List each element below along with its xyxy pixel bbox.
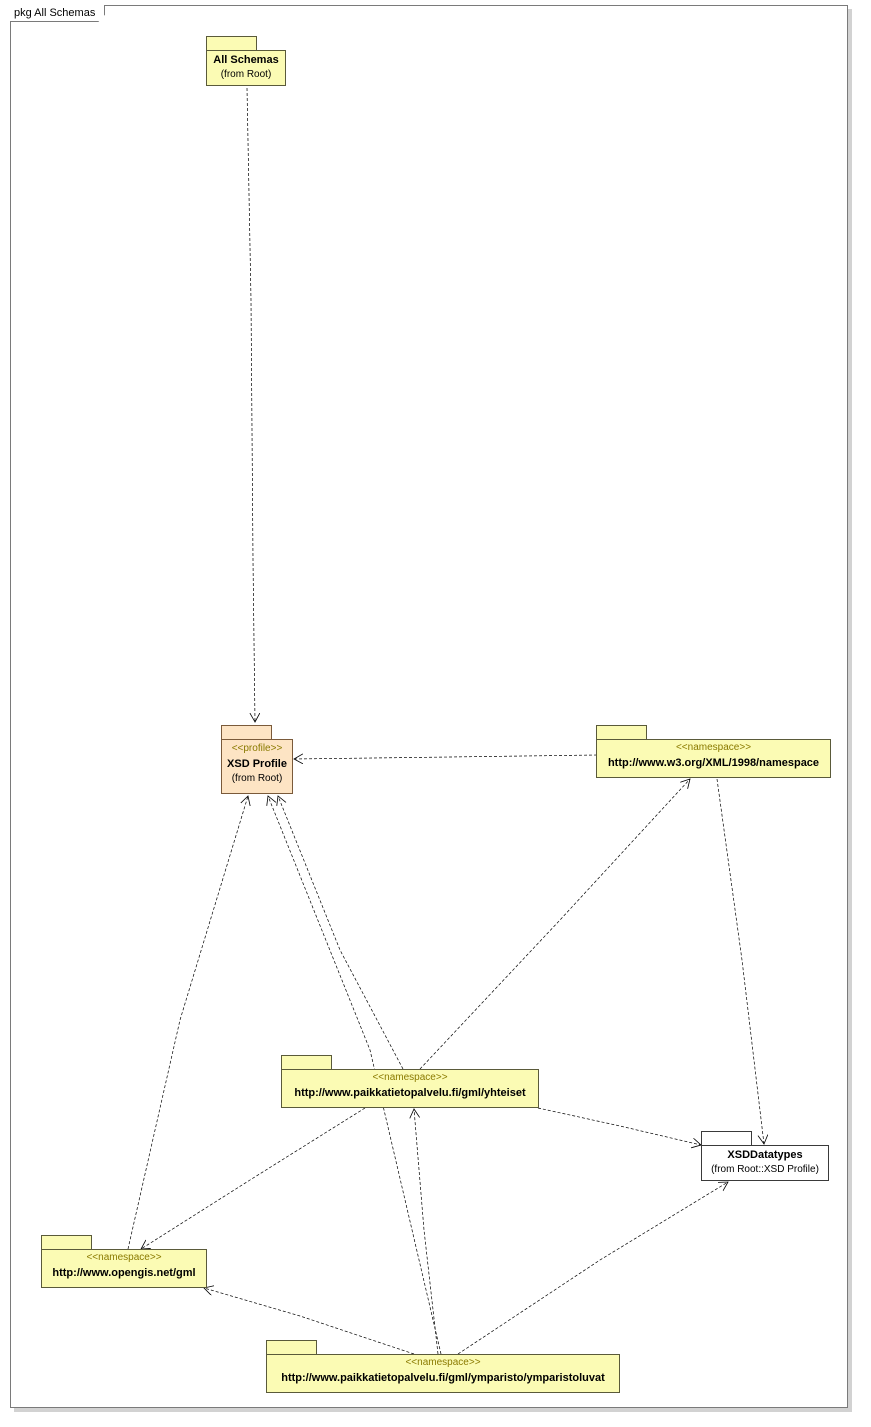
dep-opengis-to-xsdprofile bbox=[127, 796, 248, 1250]
package-w3-namespace[interactable]: <<namespace>> http://www.w3.org/XML/1998… bbox=[596, 725, 831, 778]
package-name: http://www.w3.org/XML/1998/namespace bbox=[607, 757, 820, 769]
dep-yhteiset-to-opengis bbox=[141, 1107, 366, 1249]
package-name: XSD Profile bbox=[227, 758, 287, 770]
package-name: All Schemas bbox=[213, 54, 279, 66]
package-origin: (from Root) bbox=[231, 773, 283, 784]
package-tab bbox=[221, 725, 272, 739]
dep-w3-to-xsddatatypes bbox=[716, 778, 764, 1144]
package-origin: (from Root::XSD Profile) bbox=[711, 1164, 819, 1175]
package-name: http://www.paikkatietopalvelu.fi/gml/yht… bbox=[294, 1087, 526, 1099]
package-body: <<namespace>> http://www.opengis.net/gml bbox=[41, 1249, 207, 1288]
package-body: All Schemas (from Root) bbox=[206, 50, 286, 86]
package-tab bbox=[281, 1055, 332, 1069]
package-yhteiset[interactable]: <<namespace>> http://www.paikkatietopalv… bbox=[281, 1055, 539, 1108]
package-body: <<profile>> XSD Profile (from Root) bbox=[221, 739, 293, 794]
package-stereotype: <<namespace>> bbox=[86, 1252, 162, 1263]
package-opengis-gml[interactable]: <<namespace>> http://www.opengis.net/gml bbox=[41, 1235, 207, 1288]
package-stereotype: <<namespace>> bbox=[405, 1357, 481, 1368]
package-body: <<namespace>> http://www.paikkatietopalv… bbox=[281, 1069, 539, 1108]
package-body: <<namespace>> http://www.w3.org/XML/1998… bbox=[596, 739, 831, 778]
package-body: <<namespace>> http://www.paikkatietopalv… bbox=[266, 1354, 620, 1393]
package-tab bbox=[701, 1131, 752, 1145]
package-tab bbox=[206, 36, 257, 50]
dep-yhteiset-to-xsdprofile bbox=[278, 796, 404, 1070]
package-all-schemas[interactable]: All Schemas (from Root) bbox=[206, 36, 286, 86]
dep-allschemas-to-xsdprofile bbox=[246, 87, 255, 722]
package-tab bbox=[596, 725, 647, 739]
dep-yhteiset-to-xsddatatypes bbox=[537, 1107, 701, 1145]
package-stereotype: <<namespace>> bbox=[372, 1072, 448, 1083]
package-stereotype: <<profile>> bbox=[231, 743, 283, 754]
package-stereotype: <<namespace>> bbox=[675, 742, 752, 753]
dep-ymparisto-to-opengis bbox=[204, 1288, 415, 1355]
package-xsd-datatypes[interactable]: XSDDatatypes (from Root::XSD Profile) bbox=[701, 1131, 829, 1181]
dep-ymparisto-to-yhteiset bbox=[414, 1109, 439, 1355]
package-name: XSDDatatypes bbox=[727, 1149, 803, 1161]
package-name: http://www.paikkatietopalvelu.fi/gml/ymp… bbox=[281, 1372, 605, 1384]
diagram-frame-label: pkg All Schemas bbox=[10, 5, 105, 22]
dep-yhteiset-to-w3 bbox=[419, 779, 690, 1070]
dep-ymparisto-to-xsddatatypes bbox=[457, 1182, 728, 1355]
dep-w3-to-xsdprofile bbox=[294, 755, 598, 759]
dep-ymparisto-to-xsdprofile bbox=[268, 796, 442, 1355]
package-xsd-profile[interactable]: <<profile>> XSD Profile (from Root) bbox=[221, 725, 293, 794]
package-name: http://www.opengis.net/gml bbox=[52, 1267, 196, 1279]
package-body: XSDDatatypes (from Root::XSD Profile) bbox=[701, 1145, 829, 1181]
package-tab bbox=[266, 1340, 317, 1354]
package-tab bbox=[41, 1235, 92, 1249]
package-origin: (from Root) bbox=[220, 69, 272, 80]
package-ymparistoluvat[interactable]: <<namespace>> http://www.paikkatietopalv… bbox=[266, 1340, 620, 1393]
